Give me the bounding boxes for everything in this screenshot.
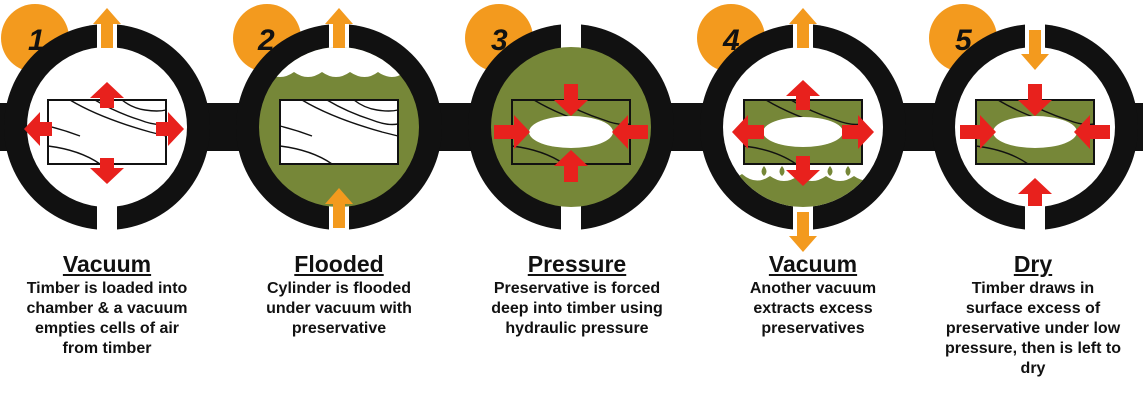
step-title: Dry [1013, 251, 1053, 277]
timber-1 [47, 99, 167, 165]
arrows-4 [732, 80, 874, 186]
arrows-1 [24, 82, 184, 184]
arrows-3 [494, 84, 648, 182]
orange-arrow-out-4 [789, 8, 817, 48]
step-caption-5: Dry Timber draws in surface excess of pr… [928, 252, 1138, 379]
orange-arrow-in-5 [1021, 30, 1049, 70]
step-title: Vacuum [768, 251, 858, 277]
step-number-4: 4 [722, 24, 740, 57]
arrows-5 [960, 84, 1110, 206]
orange-arrow-down-4 [789, 212, 817, 252]
step-number-1: 1 [28, 24, 45, 57]
step-number-5: 5 [955, 24, 973, 57]
step-description: Preservative is forced deep into timber … [491, 280, 663, 337]
orange-arrow-out-1 [93, 8, 121, 48]
step-description: Another vacuum extracts excess preservat… [749, 280, 877, 337]
orange-arrow-in-2 [325, 188, 353, 228]
timber-2 [279, 99, 399, 165]
step-number-3: 3 [491, 24, 508, 57]
step-title: Vacuum [62, 251, 152, 277]
step-description: Timber draws in surface excess of preser… [944, 280, 1122, 377]
step-title: Pressure [527, 251, 627, 277]
step-description: Timber is loaded into chamber & a vacuum… [26, 280, 188, 357]
step-caption-1: Vacuum Timber is loaded into chamber & a… [2, 252, 212, 359]
step-caption-3: Pressure Preservative is forced deep int… [472, 252, 682, 339]
step-caption-2: Flooded Cylinder is flooded under vacuum… [234, 252, 444, 339]
step-number-2: 2 [257, 24, 275, 57]
step-description: Cylinder is flooded under vacuum with pr… [266, 280, 412, 337]
step-title: Flooded [294, 251, 384, 277]
orange-arrow-out-2 [325, 8, 353, 48]
step-caption-4: Vacuum Another vacuum extracts excess pr… [708, 252, 918, 339]
